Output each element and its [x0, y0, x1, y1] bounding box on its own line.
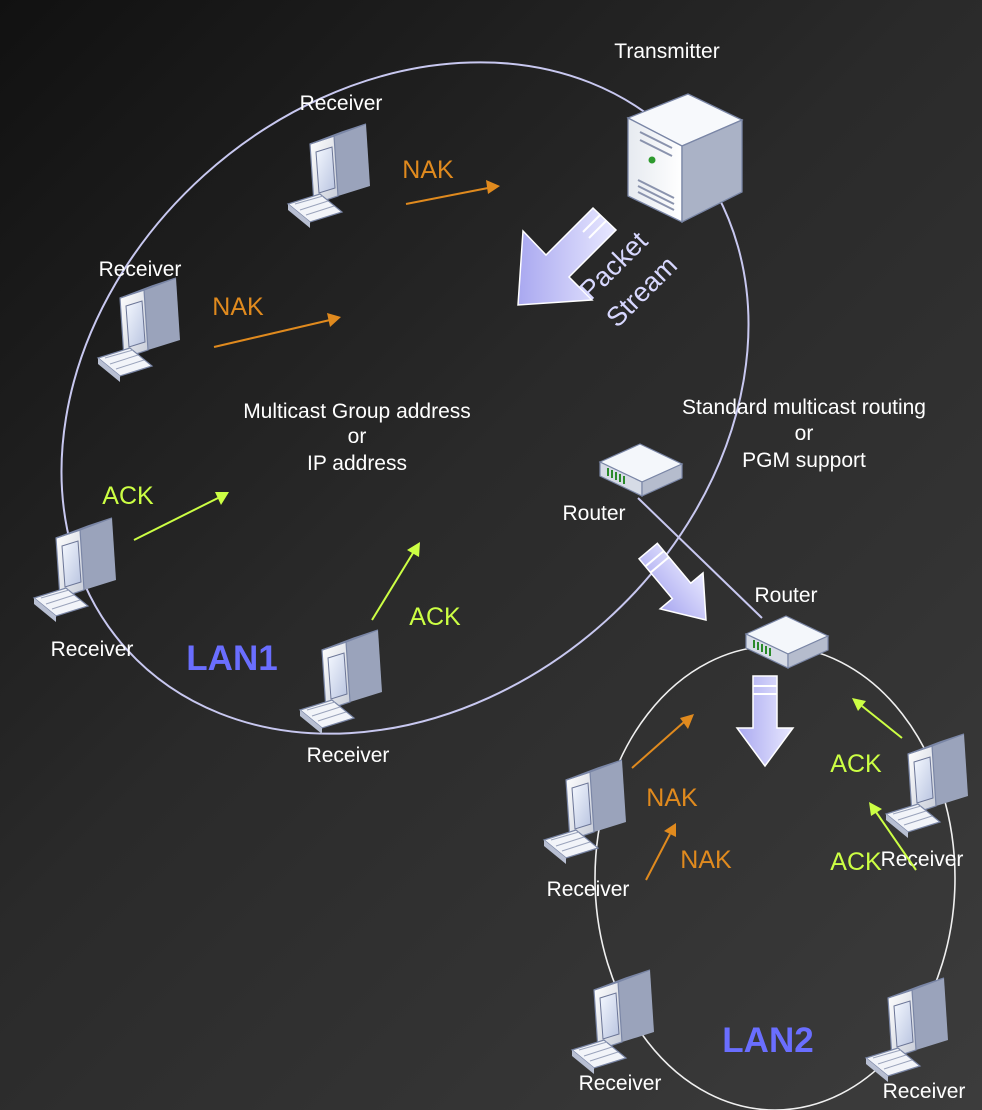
ack-arrow-3: [852, 698, 903, 739]
nak-arrow-4: [645, 823, 676, 881]
receiver-label-lan2-left: Receiver: [547, 878, 630, 901]
nak-label-2: NAK: [212, 293, 264, 321]
ack-arrow-1: [133, 492, 229, 541]
ack-label-4: ACK: [830, 848, 882, 876]
receiver-icon-lan2-lower-left: [571, 969, 655, 1075]
nak-label-4: NAK: [680, 846, 732, 874]
nak-label-3: NAK: [646, 784, 698, 812]
address-note-line1: Multicast Group address: [243, 400, 471, 423]
nak-arrow-2: [213, 313, 341, 348]
router-icon-1: [599, 443, 683, 497]
lan2-label: LAN2: [722, 1021, 813, 1060]
receiver-icon-lan2-right: [885, 733, 969, 839]
receiver-icon-lan2-lower-right: [865, 977, 949, 1083]
receiver-label-lan2-lower-right: Receiver: [883, 1080, 966, 1103]
receiver-label-lan1-bottom: Receiver: [307, 744, 390, 767]
nak-arrow-1: [405, 180, 500, 205]
receiver-label-lan2-right: Receiver: [881, 848, 964, 871]
transmitter-label: Transmitter: [614, 40, 719, 63]
routing-note-line3: PGM support: [742, 449, 866, 472]
receiver-label-lan2-lower-left: Receiver: [579, 1072, 662, 1095]
ack-label-3: ACK: [830, 750, 882, 778]
transmitter-server-icon: [626, 93, 744, 224]
receiver-icon-lan1-left: [33, 517, 117, 623]
lan1-label: LAN1: [186, 639, 277, 678]
nak-arrow-3: [631, 714, 694, 769]
ack-arrow-4: [869, 802, 917, 871]
receiver-icon-lan1-bottom: [299, 629, 383, 735]
receiver-label-lan1-top: Receiver: [300, 92, 383, 115]
receiver-label-lan1-upper-left: Receiver: [99, 258, 182, 281]
router-icon-2: [745, 615, 829, 669]
router-label-1: Router: [562, 502, 625, 525]
packet-stream-arrow: [517, 206, 618, 306]
ack-arrow-2: [371, 542, 420, 621]
packet-arrow-into-lan2: [736, 675, 794, 767]
address-note-line2: or: [348, 425, 367, 448]
router-label-2: Router: [754, 584, 817, 607]
receiver-icon-lan2-left: [543, 759, 627, 865]
ack-label-2: ACK: [409, 603, 461, 631]
receiver-label-lan1-left: Receiver: [51, 638, 134, 661]
routing-note-line2: or: [795, 422, 814, 445]
ack-label-1: ACK: [102, 482, 154, 510]
nak-label-1: NAK: [402, 156, 454, 184]
address-note-line3: IP address: [307, 452, 407, 475]
router-link: [637, 497, 763, 619]
routing-note-line1: Standard multicast routing: [682, 396, 926, 419]
receiver-icon-lan1-top: [287, 123, 371, 229]
